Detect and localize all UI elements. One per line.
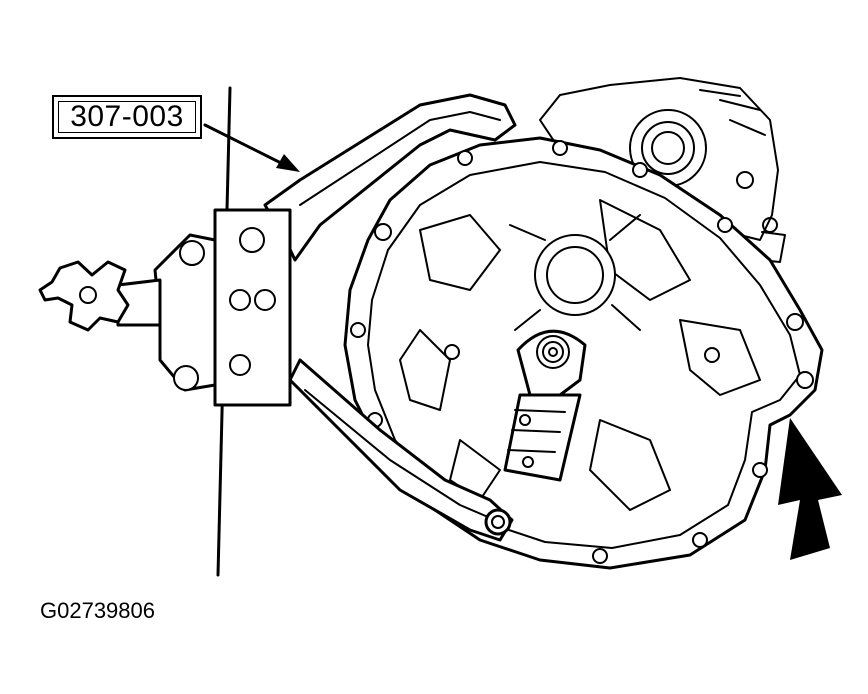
direction-arrow-icon	[778, 418, 842, 560]
release-fork	[503, 329, 587, 482]
tool-leader-arrow	[203, 123, 300, 172]
tool-number-label: 307-003	[52, 95, 202, 139]
figure-code: G02739806	[40, 598, 155, 623]
tool-bracket	[38, 93, 517, 542]
